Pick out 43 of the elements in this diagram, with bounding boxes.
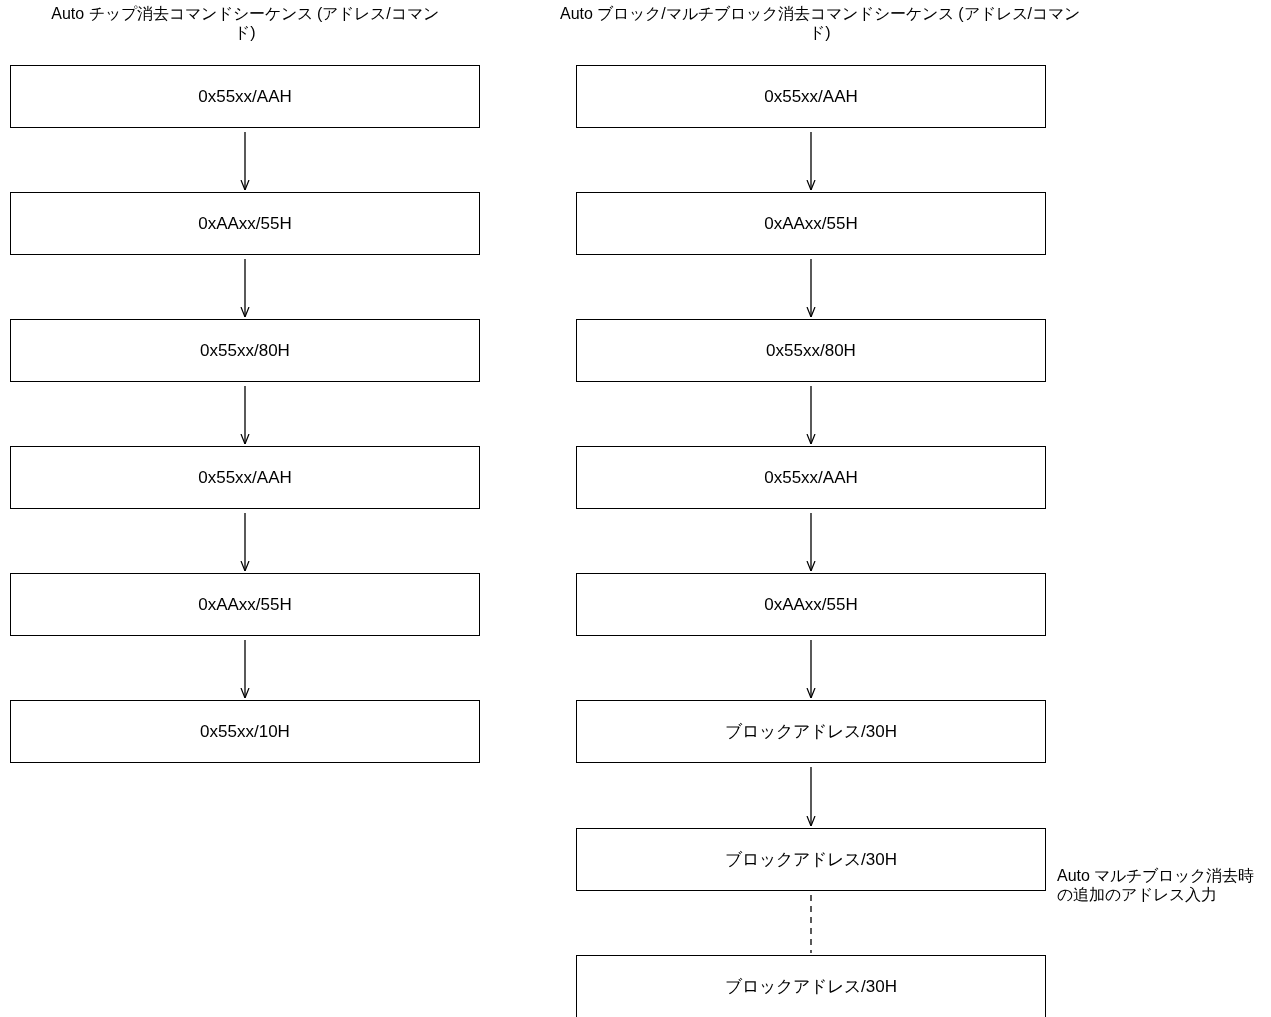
command-text: ブロックアドレス/30H bbox=[725, 976, 897, 998]
process-box bbox=[576, 446, 1046, 509]
command-text: 0xAAxx/55H bbox=[198, 594, 292, 615]
process-box bbox=[576, 192, 1046, 255]
arrow bbox=[806, 385, 816, 445]
arrow bbox=[806, 766, 816, 827]
column-heading: Auto ブロック/マルチブロック消去コマンドシーケンス (アドレス/コマンド) bbox=[559, 4, 1081, 42]
arrow bbox=[240, 131, 250, 191]
process-box bbox=[10, 573, 480, 636]
process-box bbox=[10, 65, 480, 128]
arrow bbox=[806, 512, 816, 572]
arrow bbox=[240, 512, 250, 572]
command-text: ブロックアドレス/30H bbox=[725, 721, 897, 743]
process-box bbox=[10, 192, 480, 255]
process-box bbox=[576, 573, 1046, 636]
command-text: 0xAAxx/55H bbox=[764, 213, 858, 234]
command-text: 0x55xx/80H bbox=[200, 340, 290, 361]
process-box bbox=[10, 700, 480, 763]
process-box bbox=[576, 955, 1046, 1017]
command-text: 0x55xx/AAH bbox=[764, 467, 858, 488]
command-text: 0x55xx/AAH bbox=[198, 86, 292, 107]
process-box bbox=[576, 65, 1046, 128]
arrow bbox=[806, 258, 816, 318]
command-text: 0x55xx/10H bbox=[200, 721, 290, 742]
note-text: Auto マルチブロック消去時の追加のアドレス入力 bbox=[1057, 866, 1256, 904]
command-text: 0x55xx/AAH bbox=[764, 86, 858, 107]
arrow bbox=[806, 639, 816, 699]
command-text: ブロックアドレス/30H bbox=[725, 849, 897, 871]
dashed-connector bbox=[810, 894, 812, 954]
arrow bbox=[240, 639, 250, 699]
command-text: 0x55xx/AAH bbox=[198, 467, 292, 488]
arrow bbox=[240, 258, 250, 318]
process-box bbox=[10, 446, 480, 509]
process-box bbox=[576, 700, 1046, 763]
command-text: 0xAAxx/55H bbox=[198, 213, 292, 234]
process-box bbox=[576, 319, 1046, 382]
arrow bbox=[806, 131, 816, 191]
process-box bbox=[576, 828, 1046, 891]
process-box bbox=[10, 319, 480, 382]
command-text: 0x55xx/80H bbox=[766, 340, 856, 361]
command-text: 0xAAxx/55H bbox=[764, 594, 858, 615]
arrow bbox=[240, 385, 250, 445]
column-heading: Auto チップ消去コマンドシーケンス (アドレス/コマンド) bbox=[50, 4, 440, 42]
